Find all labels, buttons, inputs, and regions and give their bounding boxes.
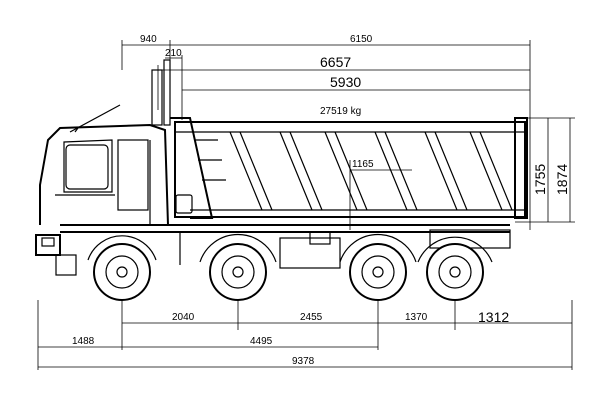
- dim-1312: 1312: [478, 309, 509, 325]
- dim-2040: 2040: [172, 312, 195, 323]
- dump-body: 27519 kg 1165: [170, 106, 528, 230]
- wheel-2: [209, 243, 267, 301]
- dim-4495: 4495: [250, 336, 273, 347]
- wheel-4: [426, 243, 484, 301]
- dim-1165: 1165: [352, 159, 374, 170]
- dim-5930: 5930: [330, 74, 361, 90]
- dim-9378: 9378: [292, 356, 315, 367]
- dim-940: 940: [140, 34, 157, 45]
- dim-210: 210: [165, 48, 182, 59]
- bottom-dimensions: 2040 2455 1370 1312 1488 4495 9378: [37, 300, 573, 370]
- wheel-1: [93, 243, 151, 301]
- dim-1488: 1488: [72, 336, 95, 347]
- capacity-label: 27519 kg: [320, 106, 361, 117]
- wheel-3: [349, 243, 407, 301]
- top-dimensions: 940 6150 210 6657 5930: [121, 34, 531, 230]
- cab: [35, 59, 193, 276]
- dim-1874: 1874: [554, 164, 570, 195]
- wheels: [87, 233, 493, 301]
- dim-6150: 6150: [350, 34, 373, 45]
- dim-6657: 6657: [320, 54, 351, 70]
- chassis: [60, 224, 511, 269]
- dim-1370: 1370: [405, 312, 428, 323]
- dim-1755: 1755: [532, 164, 548, 195]
- dim-2455: 2455: [300, 312, 323, 323]
